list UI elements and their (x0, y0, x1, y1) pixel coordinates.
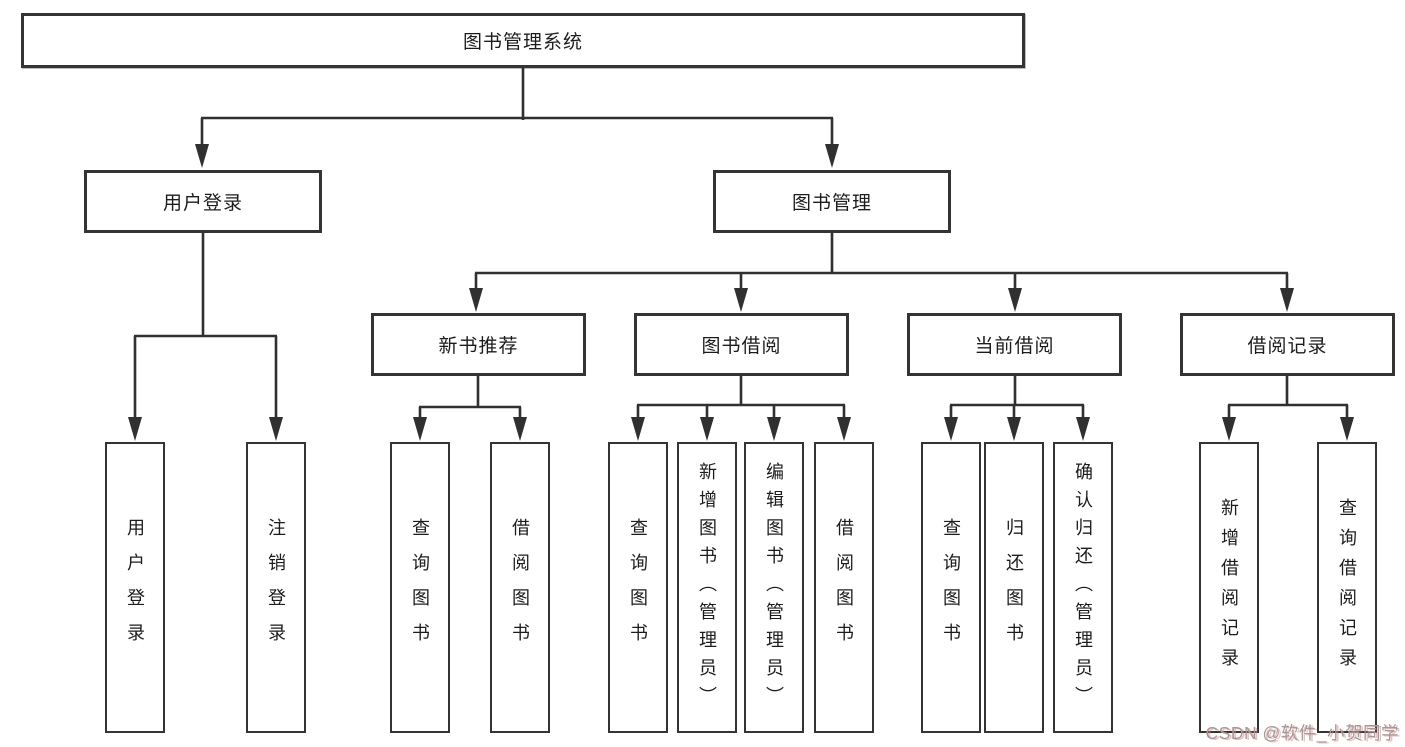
node-label: 编辑图书（管理员） (764, 461, 784, 714)
node-label: 新增借阅记录 (1219, 497, 1239, 678)
leaf-add-borrow-record: 新增借阅记录 (1199, 442, 1259, 733)
node-borrowing-records: 借阅记录 (1180, 313, 1395, 376)
node-book-management: 图书管理 (713, 170, 951, 233)
node-label: 注销登录 (266, 517, 286, 658)
node-label: 确认归还（管理员） (1073, 461, 1093, 714)
node-label: 查询图书 (410, 517, 430, 658)
tree-connector-path (133, 68, 1349, 422)
node-label: 用户登录 (125, 517, 145, 658)
node-book-borrowing: 图书借阅 (634, 313, 849, 376)
node-label: 图书管理系统 (462, 32, 583, 53)
node-label: 用户登录 (162, 193, 243, 214)
node-user-login: 用户登录 (84, 170, 322, 233)
node-label: 新书推荐 (438, 336, 519, 357)
node-label: 借阅图书 (510, 517, 530, 658)
node-label: 归还图书 (1004, 517, 1024, 658)
node-label: 借阅记录 (1247, 336, 1328, 357)
leaf-query-borrow-record: 查询借阅记录 (1317, 442, 1377, 733)
node-label: 查询图书 (941, 517, 961, 658)
leaf-return-book: 归还图书 (984, 442, 1044, 733)
node-new-book-recommendation: 新书推荐 (371, 313, 586, 376)
node-label: 图书管理 (791, 193, 872, 214)
leaf-query-books-current: 查询图书 (921, 442, 981, 733)
node-label: 新增图书（管理员） (697, 461, 717, 714)
leaf-borrow-books: 借阅图书 (814, 442, 874, 733)
node-label: 图书借阅 (701, 336, 782, 357)
leaf-query-books-borrow: 查询图书 (608, 442, 668, 733)
leaf-confirm-return-admin: 确认归还（管理员） (1053, 442, 1113, 733)
leaf-query-books-recommend: 查询图书 (390, 442, 450, 733)
node-current-borrowing: 当前借阅 (907, 313, 1122, 376)
leaf-logout: 注销登录 (246, 442, 306, 733)
node-label: 查询图书 (628, 517, 648, 658)
node-root: 图书管理系统 (21, 13, 1025, 68)
node-label: 当前借阅 (974, 336, 1055, 357)
arrowheads (128, 144, 1354, 441)
leaf-user-login: 用户登录 (105, 442, 165, 733)
leaf-edit-book-admin: 编辑图书（管理员） (744, 442, 804, 733)
leaf-borrow-books-recommend: 借阅图书 (490, 442, 550, 733)
node-label: 查询借阅记录 (1337, 497, 1357, 678)
csdn-watermark: CSDN @软件_小贺同学 (1205, 723, 1399, 743)
leaf-add-book-admin: 新增图书（管理员） (677, 442, 737, 733)
node-label: 借阅图书 (834, 517, 854, 658)
